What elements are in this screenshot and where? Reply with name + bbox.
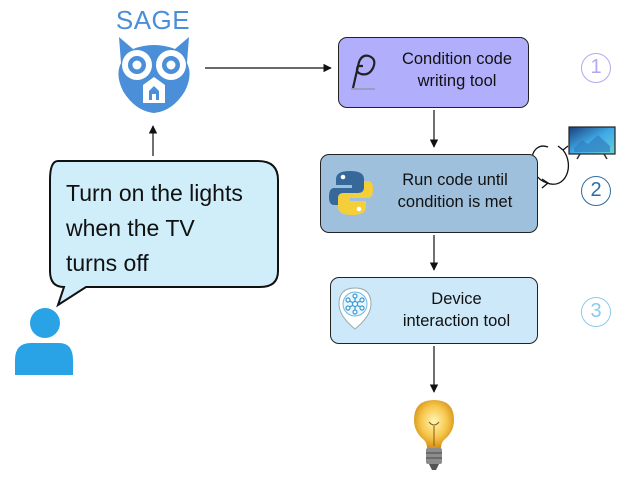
tv-icon: [568, 126, 616, 160]
label-line: writing tool: [417, 72, 497, 90]
request-line: when the TV: [66, 215, 195, 241]
person-icon: [15, 308, 73, 375]
user-request-text: Turn on the lights when the TV turns off: [66, 176, 271, 281]
step-number-3: 3: [581, 297, 611, 327]
step-number-2: 2: [581, 176, 611, 206]
label-line: condition is met: [397, 193, 513, 211]
label-line: Device: [431, 290, 482, 308]
step-label: Run code until condition is met: [375, 169, 535, 213]
step-number-1: 1: [581, 53, 611, 83]
light-bulb-icon: [414, 400, 454, 470]
device-hub-icon: [338, 287, 372, 330]
condition-code-icon: [351, 54, 376, 90]
step-label: Condition code writing tool: [387, 48, 527, 92]
label-line: interaction tool: [402, 312, 511, 330]
python-icon: [329, 171, 373, 215]
request-line: turns off: [66, 250, 149, 276]
label-line: Condition code: [401, 50, 513, 68]
request-line: Turn on the lights: [66, 180, 243, 206]
step-label: Device interaction tool: [379, 288, 534, 332]
run-code-until-condition: Run code until condition is met: [320, 154, 538, 233]
device-interaction-tool: Device interaction tool: [330, 277, 538, 344]
label-line: Run code until: [402, 171, 508, 189]
condition-code-writing-tool: Condition code writing tool: [338, 37, 529, 108]
speech-bubble: [49, 160, 279, 308]
owl-house-logo: [118, 37, 190, 113]
logo-title: SAGE: [115, 5, 191, 35]
